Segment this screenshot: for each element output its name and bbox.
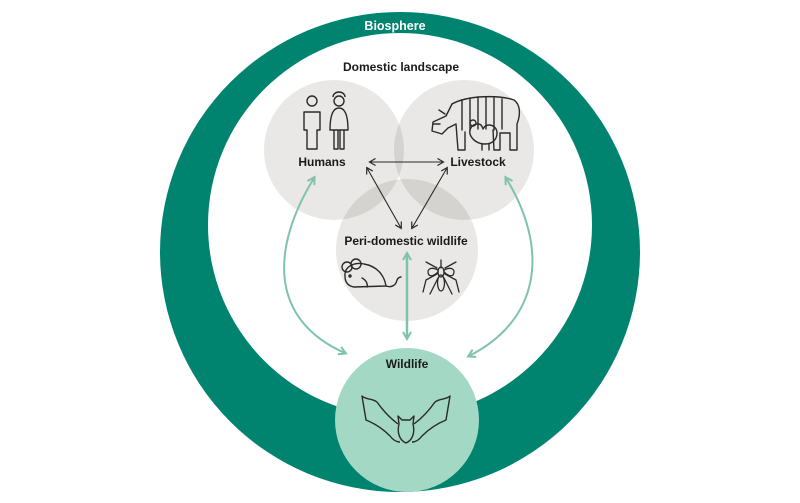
bat-icon <box>361 395 451 444</box>
human-figures-icon <box>303 91 349 150</box>
wildlife-label: Wildlife <box>386 357 429 371</box>
humans-label: Humans <box>298 155 346 169</box>
livestock-wildlife-arrow <box>469 178 534 356</box>
biosphere-label: Biosphere <box>364 19 425 33</box>
humans-wildlife-arrow <box>283 178 345 353</box>
livestock-peri-arrow <box>412 168 447 228</box>
livestock-icon <box>431 95 521 151</box>
livestock-label: Livestock <box>450 155 506 169</box>
peri-domestic-label: Peri-domestic wildlife <box>344 234 468 248</box>
domestic-landscape-label: Domestic landscape <box>343 60 459 74</box>
mouse-icon <box>341 258 402 288</box>
mosquito-icon <box>422 259 460 295</box>
humans-peri-arrow <box>367 168 401 228</box>
